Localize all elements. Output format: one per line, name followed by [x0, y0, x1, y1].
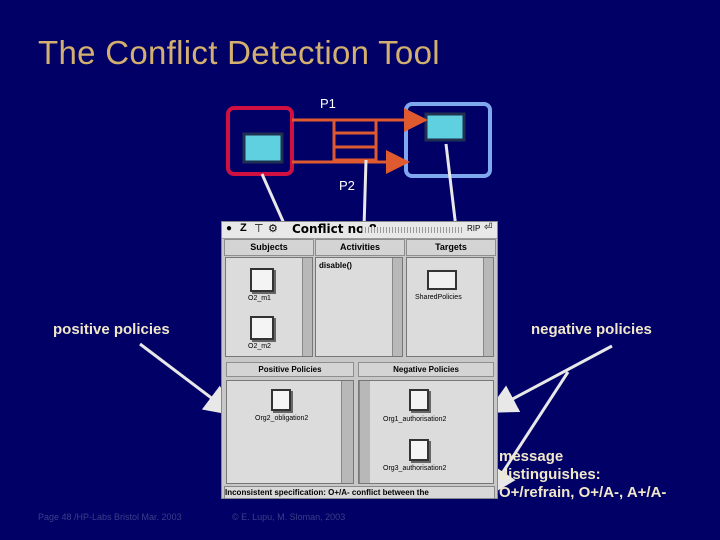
p1-label: P1 [320, 96, 336, 111]
activity-item[interactable]: disable() [319, 261, 352, 270]
negative-policies-callout: negative policies [531, 321, 652, 338]
subjects-scrollbar[interactable] [302, 258, 312, 356]
subject-file-icon[interactable] [250, 268, 274, 292]
slide-title: The Conflict Detection Tool [38, 34, 440, 71]
subject-file-icon[interactable] [250, 316, 274, 340]
connector-line [260, 173, 288, 229]
settings-icon[interactable]: ⚙ [268, 223, 278, 235]
positive-arrow [139, 342, 235, 416]
positive-policies-pane: Org2_obligation2 [226, 380, 354, 484]
targets-pane: SharedPolicies [406, 257, 494, 357]
policy-file-icon[interactable] [409, 389, 429, 411]
col-header-activities[interactable]: Activities [315, 239, 405, 256]
window-title: Conflict no 8 [292, 222, 377, 236]
tab-negative-policies[interactable]: Negative Policies [358, 362, 494, 377]
negative-policy-name: Org3_authorisation2 [383, 465, 447, 472]
p2-label: P2 [339, 178, 355, 193]
left-object-box [242, 132, 284, 164]
zoom-icon[interactable]: Z [240, 222, 247, 234]
window-menu-icon[interactable]: ● [226, 223, 233, 234]
policy-file-icon[interactable] [409, 439, 429, 461]
positive-policy-name: Org2_obligation2 [255, 415, 309, 422]
col-header-targets[interactable]: Targets [406, 239, 496, 256]
tab-positive-policies[interactable]: Positive Policies [226, 362, 354, 377]
col-header-subjects[interactable]: Subjects [224, 239, 314, 256]
close-icon[interactable]: ⏎ [484, 222, 493, 233]
subjects-pane: O2_m1 O2_m2 [225, 257, 313, 357]
policy-box [332, 118, 378, 162]
activities-pane: disable() [315, 257, 403, 357]
positive-policies-callout: positive policies [53, 321, 170, 338]
subject-name: O2_m2 [248, 343, 271, 350]
message-arrow [486, 371, 570, 498]
connector-line [444, 143, 458, 229]
status-message: Inconsistent specification: O+/A- confli… [224, 486, 495, 499]
folder-icon[interactable] [427, 270, 457, 290]
negative-arrow [486, 344, 613, 413]
footer-page: Page 48 /HP-Labs Bristol Mar. 2003 [38, 512, 182, 522]
right-object-box [424, 112, 466, 142]
pin-icon[interactable]: ⊤ [254, 223, 264, 235]
activities-scrollbar[interactable] [392, 258, 402, 356]
message-callout: message distinguishes: O+/refrain, O+/A-… [499, 448, 714, 502]
subject-name: O2_m1 [248, 295, 271, 302]
connector-line [362, 159, 368, 229]
message-line: O+/refrain, O+/A-, A+/A- [499, 484, 667, 501]
message-line: distinguishes: [499, 466, 601, 483]
negative-scrollbar[interactable] [359, 381, 370, 483]
footer-copyright: © E. Lupu, M. Sloman, 2003 [232, 512, 346, 522]
negative-policy-name: Org1_authorisation2 [383, 416, 447, 423]
window-titlebar[interactable]: ● Z ⊤ ⚙ Conflict no 8 RIP ⏎ [222, 222, 497, 239]
negative-policies-pane: Org1_authorisation2 Org3_authorisation2 [358, 380, 494, 484]
conflict-window: ● Z ⊤ ⚙ Conflict no 8 RIP ⏎ Subjects Act… [221, 221, 498, 499]
message-line: message [499, 448, 564, 465]
target-name: SharedPolicies [415, 294, 462, 301]
rip-label: RIP [467, 224, 481, 233]
titlebar-grip [362, 227, 464, 233]
policy-file-icon[interactable] [271, 389, 291, 411]
targets-scrollbar[interactable] [483, 258, 493, 356]
positive-scrollbar[interactable] [341, 381, 353, 483]
